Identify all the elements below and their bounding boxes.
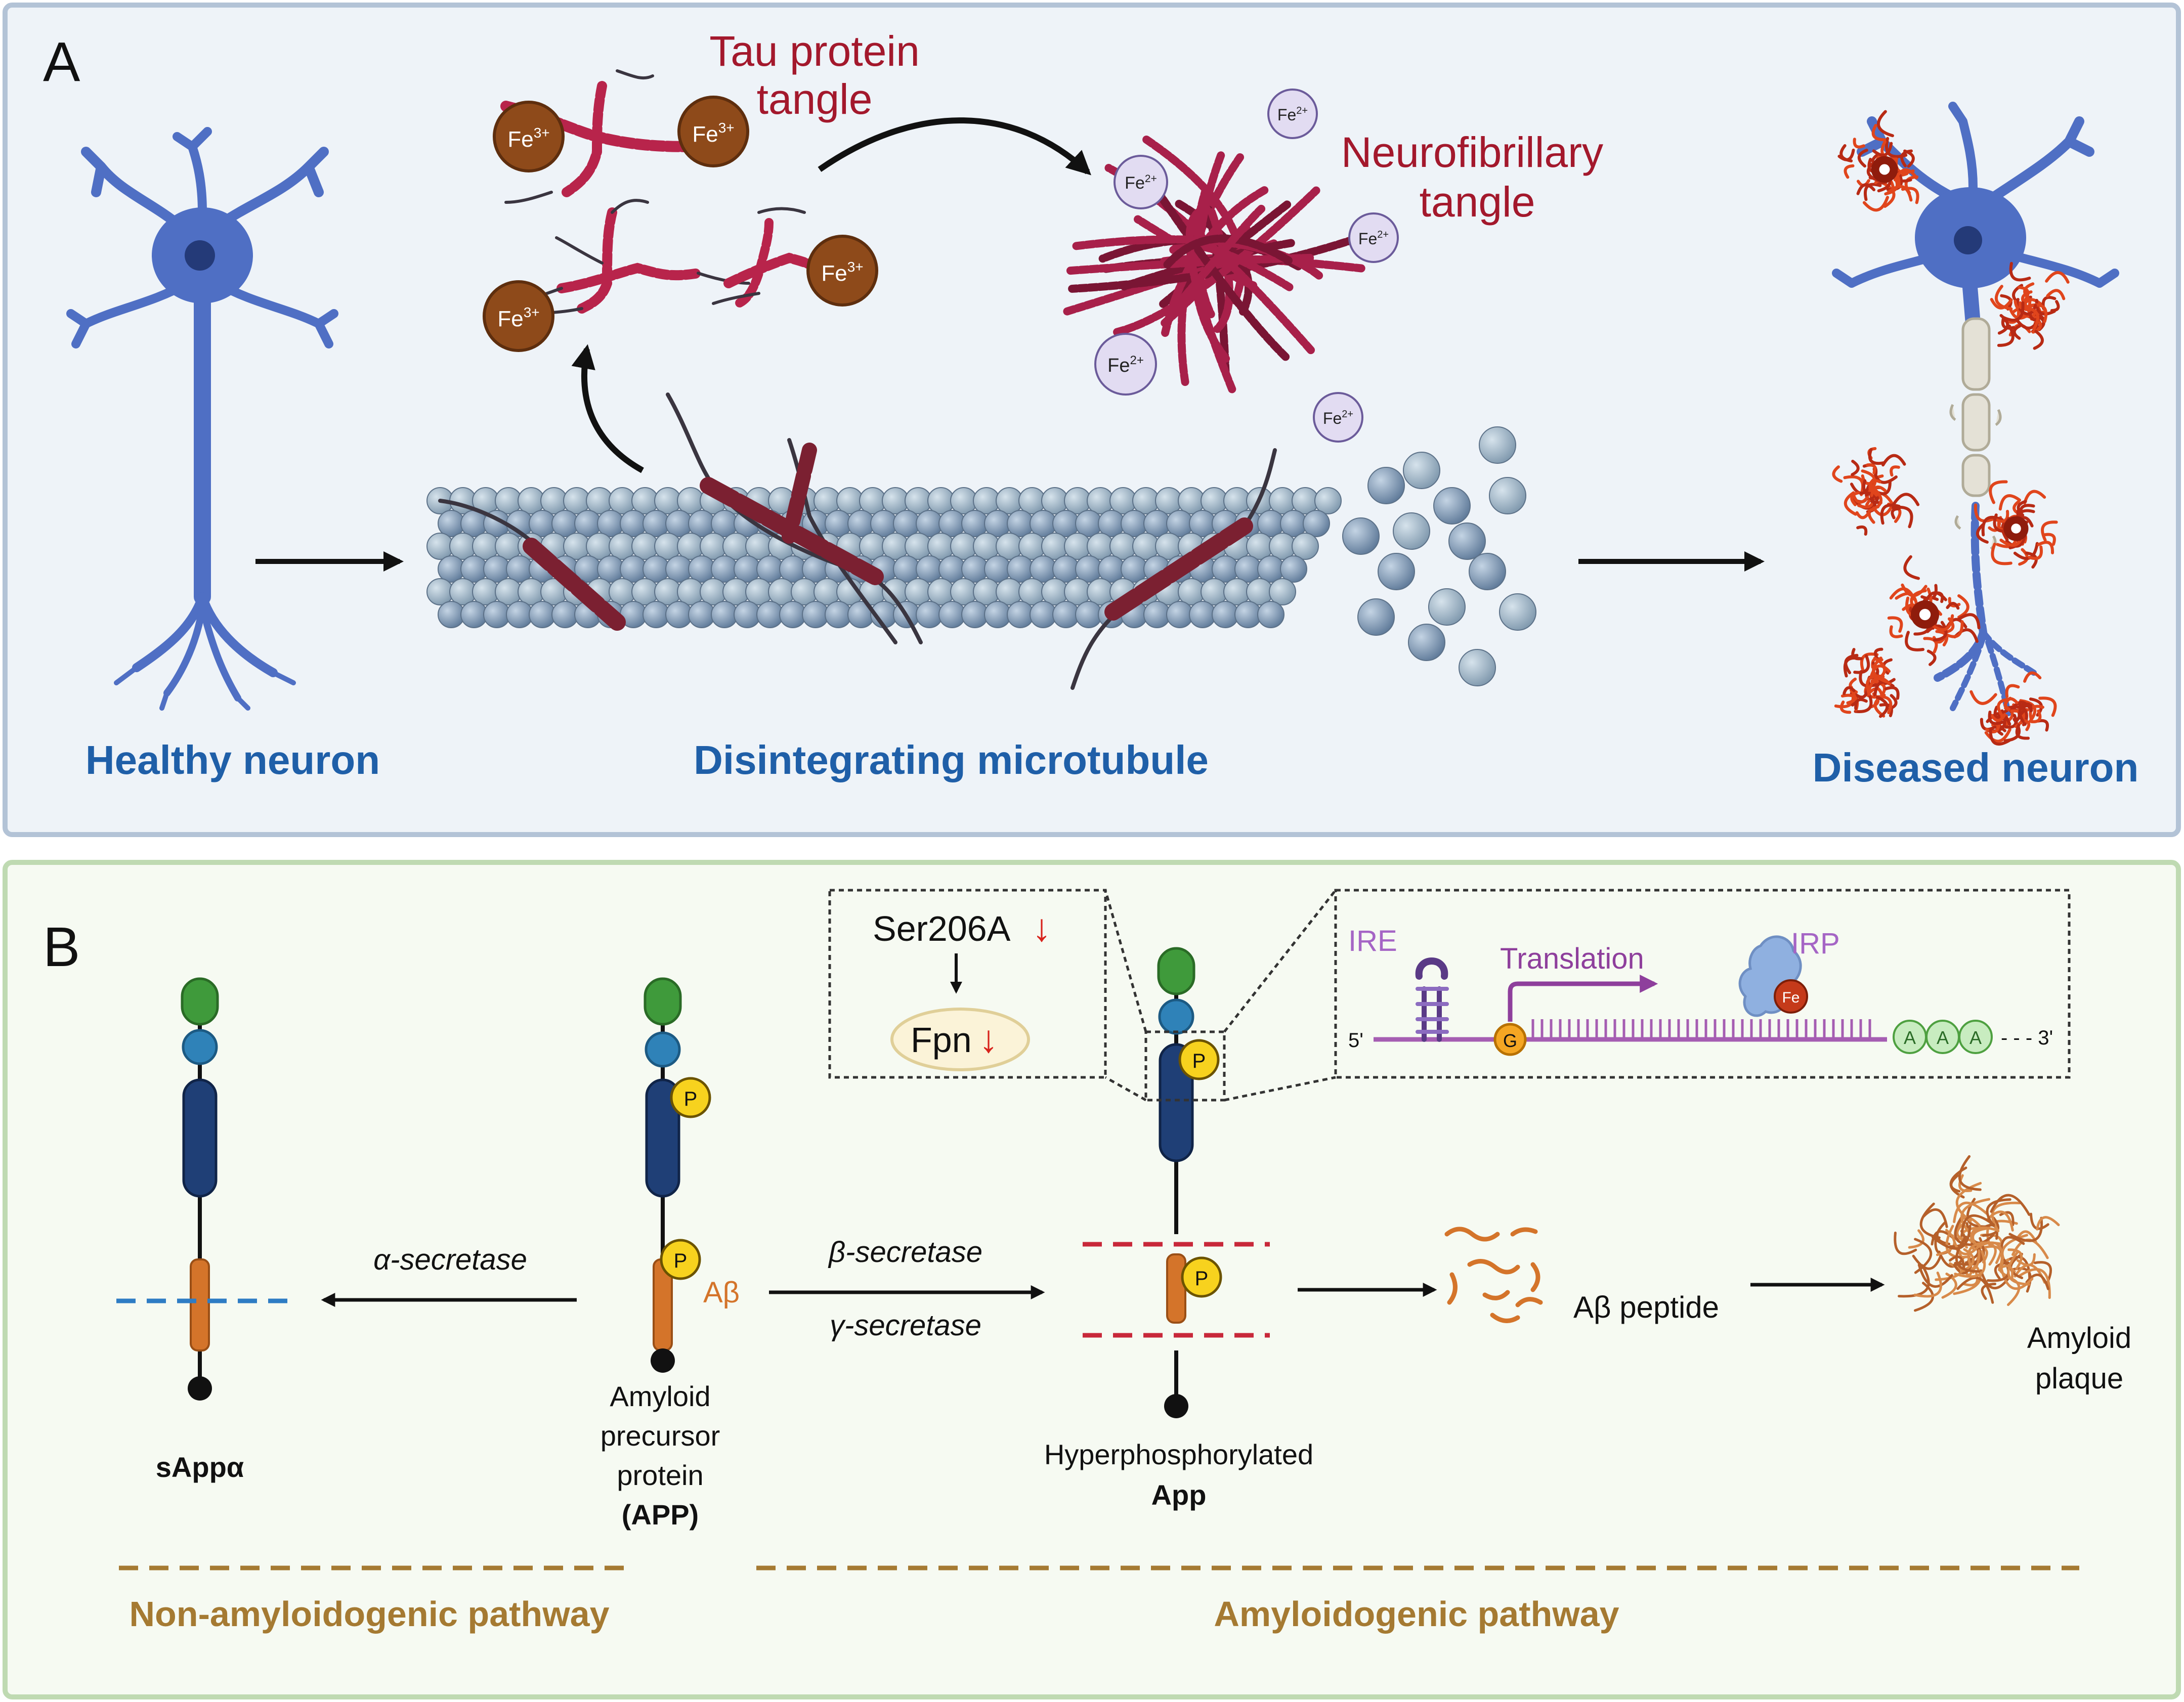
hyper-app-label-line-2: App (1151, 1479, 1207, 1511)
panel-a-letter: A (43, 31, 80, 93)
translation-arrow (1508, 975, 1658, 1022)
translation-label: Translation (1500, 942, 1644, 975)
zoom-line-left-top (1104, 890, 1147, 1032)
diseased-neuron-nucleus (1954, 226, 1982, 254)
fe3-ion-4: Fe3+ (806, 235, 878, 307)
beta-secretase-label: β-secretase (828, 1236, 982, 1269)
free-tubulin-icon (1342, 426, 1536, 686)
panel-a-frame (3, 3, 2181, 837)
app-label-abbr: (APP) (622, 1499, 699, 1531)
app-label-line-1: Amyloid (610, 1380, 710, 1412)
fe3-ion-1: Fe3+ (493, 101, 565, 172)
microtubule-icon (426, 487, 1342, 628)
amyloid-plaque-label-line-1: Amyloid (2027, 1322, 2131, 1355)
tau-on-microtubule-icon (438, 392, 1277, 690)
hyper-app-phospho-1: P (1178, 1039, 1220, 1080)
amyloid-plaques-icon (1832, 110, 2070, 746)
alpha-secretase-label: α-secretase (373, 1243, 527, 1276)
start-codon-g: G (1493, 1023, 1527, 1056)
fe2-ion-4: Fe2+ (1094, 333, 1157, 396)
mrna-inset (1334, 889, 2071, 1079)
panel-b-letter: B (43, 916, 80, 978)
amyloid-plaque-label-line-2: plaque (2035, 1362, 2123, 1395)
app-label-line-2: precursor (601, 1420, 720, 1452)
svg-text:P: P (674, 1250, 688, 1272)
svg-text:A: A (1969, 1027, 1982, 1048)
svg-text:P: P (1192, 1050, 1206, 1072)
panel-b-frame (3, 860, 2181, 1699)
poly-a-2: A (1925, 1020, 1960, 1054)
microtubule-label: Disintegrating microtubule (694, 737, 1209, 782)
svg-text:Fe: Fe (1782, 989, 1800, 1006)
amyloid-pathway-label: Amyloidogenic pathway (1214, 1594, 1619, 1634)
fe2-ion-1: Fe2+ (1267, 89, 1318, 139)
diseased-neuron-label: Diseased neuron (1813, 745, 2139, 790)
healthy-neuron-label: Healthy neuron (85, 737, 380, 782)
poly-a-1: A (1893, 1020, 1927, 1054)
zoom-line-left-bottom (1104, 1076, 1147, 1102)
panel-b: B sAppα α-secretase P (3, 860, 2181, 1699)
arrow-tau-to-nft (818, 117, 1092, 176)
tau-label-line-2: tangle (757, 75, 873, 123)
svg-text:P: P (684, 1088, 698, 1110)
fpn-oval (890, 1008, 1030, 1071)
fe3-ion-2: Fe3+ (677, 96, 749, 167)
app-phospho-1: P (670, 1077, 711, 1118)
diseased-neuron-myelin-icon (1949, 317, 2002, 550)
amyloid-plaque-icon (1894, 1155, 2060, 1312)
fe2-ion-2: Fe2+ (1114, 155, 1168, 209)
healthy-neuron-nucleus (185, 240, 215, 271)
ser206a-label: Ser206A (873, 909, 1011, 948)
non-amyloid-pathway-label: Non-amyloidogenic pathway (130, 1594, 610, 1634)
ser206a-inset (828, 889, 1107, 1079)
fe2-ion-5: Fe2+ (1313, 392, 1363, 443)
fe2-ion-3: Fe2+ (1348, 212, 1399, 263)
panel-a: A (3, 3, 2181, 837)
svg-text:Fe2+: Fe2+ (1125, 173, 1157, 193)
nft-label-line-1: Neurofibrillary (1341, 128, 1603, 176)
svg-text:P: P (1195, 1268, 1209, 1290)
abeta-peptide-icon (1444, 1227, 1543, 1323)
irp-label: IRP (1791, 927, 1840, 960)
poly-a-3: A (1958, 1020, 1993, 1054)
zoom-line-right-top (1223, 889, 1337, 1033)
five-prime-label: 5' (1348, 1029, 1363, 1052)
abeta-label: Aβ (703, 1276, 740, 1309)
mrna-codon-ticks (1531, 1019, 1871, 1039)
svg-text:Fe2+: Fe2+ (1358, 229, 1389, 248)
svg-text:G: G (1503, 1030, 1517, 1051)
hyper-app-phospho-2: P (1181, 1256, 1222, 1298)
sappa-label: sAppα (156, 1451, 244, 1483)
arrow-tau-release (571, 344, 644, 473)
three-prime-label: - - - 3' (2001, 1027, 2053, 1049)
abeta-peptide-label: Aβ peptide (1573, 1290, 1719, 1324)
svg-text:A: A (1937, 1027, 1949, 1048)
svg-text:Fe3+: Fe3+ (497, 304, 539, 331)
fe3-ion-3: Fe3+ (483, 280, 554, 352)
svg-text:Fe3+: Fe3+ (507, 125, 549, 152)
svg-text:Fe3+: Fe3+ (692, 120, 734, 147)
svg-text:Fe2+: Fe2+ (1107, 354, 1144, 376)
zoom-region (1144, 1030, 1226, 1102)
svg-text:Fe3+: Fe3+ (821, 259, 863, 286)
svg-text:Fe2+: Fe2+ (1323, 409, 1353, 427)
app-phospho-2: P (660, 1239, 701, 1280)
ire-stem-loop-icon (1415, 957, 1449, 1042)
svg-text:Fe2+: Fe2+ (1277, 105, 1308, 124)
tau-label-line-1: Tau protein (709, 27, 920, 75)
hyper-app-label-line-1: Hyperphosphorylated (1044, 1438, 1313, 1470)
irp-bound-iron: Fe (1774, 979, 1808, 1014)
gamma-secretase-label: γ-secretase (830, 1309, 981, 1342)
svg-text:A: A (1904, 1027, 1916, 1048)
ser206a-down-arrow: ↓ (1032, 906, 1051, 949)
app-label-line-3: protein (617, 1459, 703, 1491)
zoom-line-right-bottom (1224, 1076, 1336, 1102)
ire-label: IRE (1348, 925, 1397, 957)
fpn-label: Fpn (911, 1020, 972, 1060)
fpn-down-arrow: ↓ (979, 1018, 998, 1061)
sappa-protein-icon (181, 977, 219, 1401)
nft-label-line-2: tangle (1420, 178, 1535, 226)
